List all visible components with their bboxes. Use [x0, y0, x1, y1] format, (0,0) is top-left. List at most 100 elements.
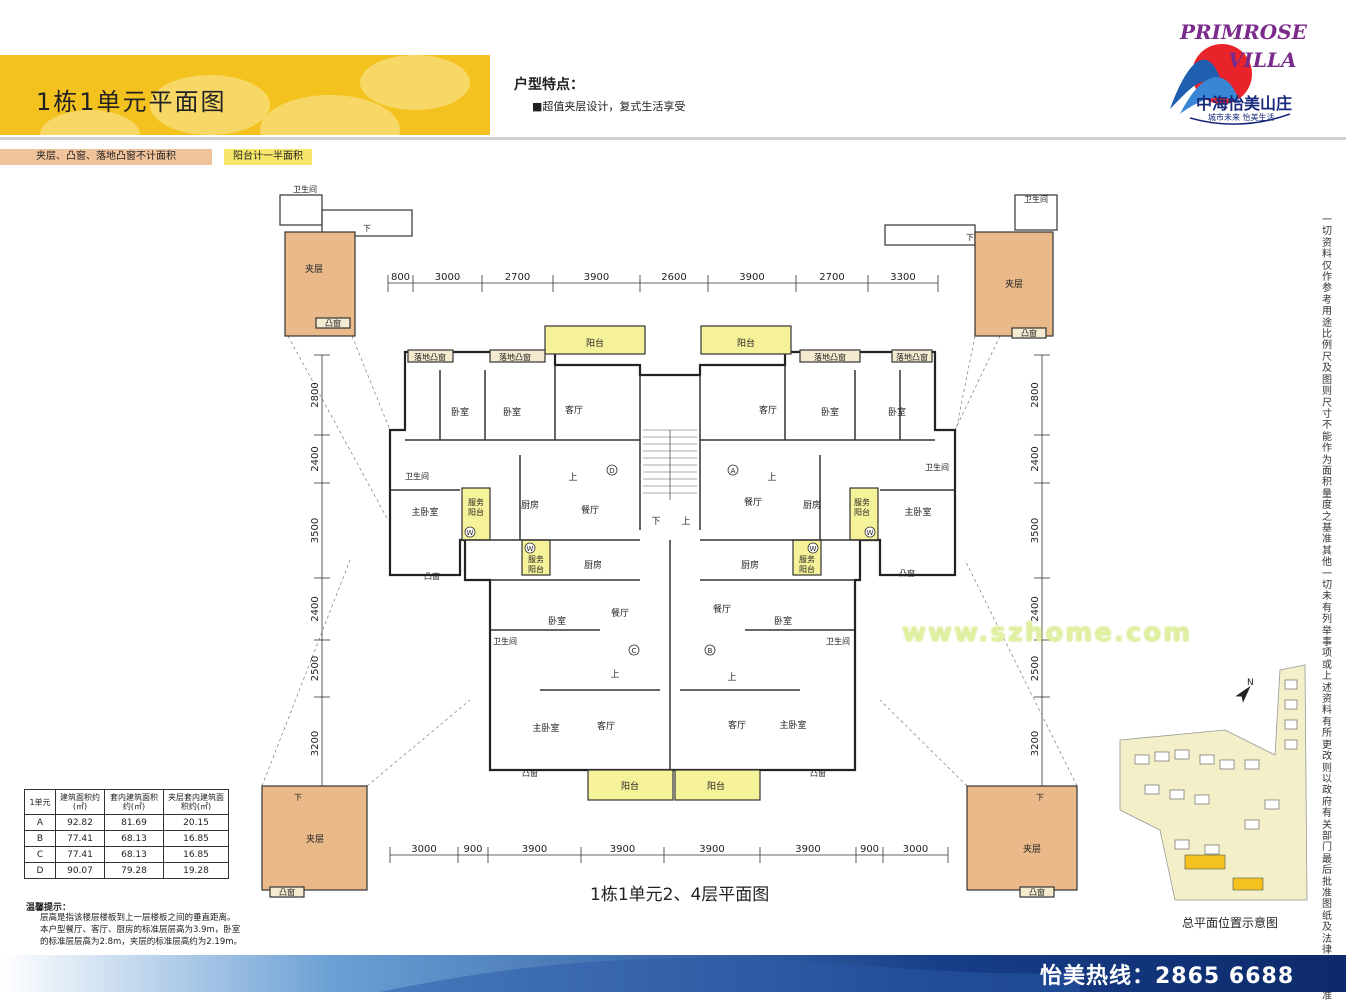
room-label: 服务 [528, 554, 544, 564]
balcony [700, 325, 792, 355]
mezzanine-room [261, 785, 368, 891]
room-label: 主卧室 [411, 506, 438, 518]
room-label: 客厅 [728, 719, 746, 731]
table-cell: A [24, 814, 56, 831]
dimension-label: 3500 [1030, 518, 1041, 543]
room-label: 落地凸窗 [814, 352, 846, 362]
room-label: 夹层 [306, 833, 324, 845]
room-label: 下 [966, 233, 974, 242]
room-label: 厨房 [521, 499, 539, 511]
header-divider [0, 137, 1346, 140]
room-label: 客厅 [597, 720, 615, 732]
room-label: 凸窗 [899, 568, 915, 578]
mezzanine-window [269, 886, 305, 898]
dimension-label: 2600 [661, 272, 686, 283]
room-label: 厨房 [803, 499, 821, 511]
room-label: 上 [727, 672, 736, 683]
table-cell: 92.82 [55, 814, 105, 831]
bay-window [489, 349, 546, 363]
room-label: 服务 [854, 497, 870, 507]
room-label: 下 [1036, 793, 1044, 802]
north-arrow-icon: N [1235, 678, 1254, 703]
mezzanine-room [966, 785, 1078, 891]
site-highlight [1184, 854, 1226, 870]
note-half-area: 阳台计一半面积 [224, 149, 312, 165]
washer-label: W [527, 545, 534, 553]
room-label: 阳台 [707, 780, 725, 792]
table-cell: 90.07 [55, 862, 105, 879]
room-label: 夹层 [1005, 278, 1023, 290]
dimension-label: 2800 [1030, 382, 1041, 407]
dimension-label: 2700 [819, 272, 844, 283]
mezzanine-stair [884, 224, 976, 246]
table-cell: 68.13 [104, 830, 164, 847]
room-label: 阳台 [528, 564, 544, 574]
building-outline [388, 350, 957, 772]
washer-label: W [810, 545, 817, 553]
guide-line [261, 559, 351, 787]
table-row: C 77.41 68.13 16.85 [24, 846, 229, 863]
balcony [674, 769, 761, 801]
header-wave [150, 75, 270, 135]
room-label: 卫生间 [293, 184, 317, 194]
room-label: 阳台 [799, 564, 815, 574]
room-label: 客厅 [565, 404, 583, 416]
room-label: 客厅 [759, 404, 777, 416]
room-label: 凸窗 [325, 318, 341, 328]
dimension-label: 2400 [310, 446, 321, 471]
header-wave [360, 55, 470, 110]
tips-line: 层高是指该楼层楼板到上一层楼板之间的垂直距离。 [40, 913, 236, 923]
unit-letter: C [632, 647, 637, 655]
table-cell: 77.41 [55, 830, 105, 847]
dimension-label: 3900 [522, 844, 547, 855]
guide-line [287, 335, 389, 521]
room-label: 凸窗 [1029, 887, 1045, 897]
table-cell: 68.13 [104, 846, 164, 863]
features-label: 户型特点： [514, 77, 584, 93]
rooms [261, 194, 1078, 898]
room-label: 餐厅 [611, 607, 629, 619]
dimension-label: 3500 [310, 518, 321, 543]
room-label: 卧室 [503, 406, 521, 418]
table-cell: D [24, 862, 56, 879]
dimension-label: 800 [391, 272, 410, 283]
mezzanine-bath [1014, 194, 1058, 231]
note-no-area: 夹层、凸窗、落地凸窗不计面积 [0, 149, 212, 165]
room-label: 卧室 [451, 406, 469, 418]
room-label: 卫生间 [925, 462, 949, 472]
dimension-label: 3900 [584, 272, 609, 283]
table-cell: 81.69 [104, 814, 164, 831]
balcony [544, 325, 646, 355]
room-label: 下 [363, 224, 371, 233]
guide-line [964, 559, 1078, 787]
footer-wave [380, 958, 1080, 992]
guide-line [954, 335, 1001, 431]
dimension-label: 3200 [310, 731, 321, 756]
bay-window [891, 349, 933, 363]
dimension-label: 2400 [1030, 446, 1041, 471]
room-label: 凸窗 [810, 768, 826, 778]
table-header: 建筑面积约(㎡) [55, 789, 105, 815]
room-label: 主卧室 [532, 722, 559, 734]
room-label: 卧室 [548, 615, 566, 627]
table-header-row: 1单元 建筑面积约(㎡) 套内建筑面积约(㎡) 夹层套内建筑面积约(㎡) [24, 789, 229, 815]
bay-window [799, 349, 861, 363]
dimension-label: 3000 [411, 844, 436, 855]
washer-icon [524, 542, 536, 554]
room-label: 阳台 [621, 780, 639, 792]
table-row: D 90.07 79.28 19.28 [24, 862, 229, 879]
room-label: 餐厅 [581, 504, 599, 516]
room-label: 餐厅 [744, 496, 762, 508]
unit-letter: A [731, 467, 736, 475]
table-cell: 79.28 [104, 862, 164, 879]
room-label: 主卧室 [904, 506, 931, 518]
feature-item: ■超值夹层设计，复式生活享受 [532, 100, 686, 113]
table-cell: 19.28 [163, 862, 229, 879]
tips-line: 本户型餐厅、客厅、厨房的标准层层高为3.9m，卧室 [40, 925, 241, 935]
room-label: 服务 [468, 497, 484, 507]
unit-marker [727, 464, 739, 476]
watermark: www.szhome.com [902, 618, 1193, 648]
room-label: 卧室 [888, 406, 906, 418]
room-label: 夹层 [1023, 843, 1041, 855]
